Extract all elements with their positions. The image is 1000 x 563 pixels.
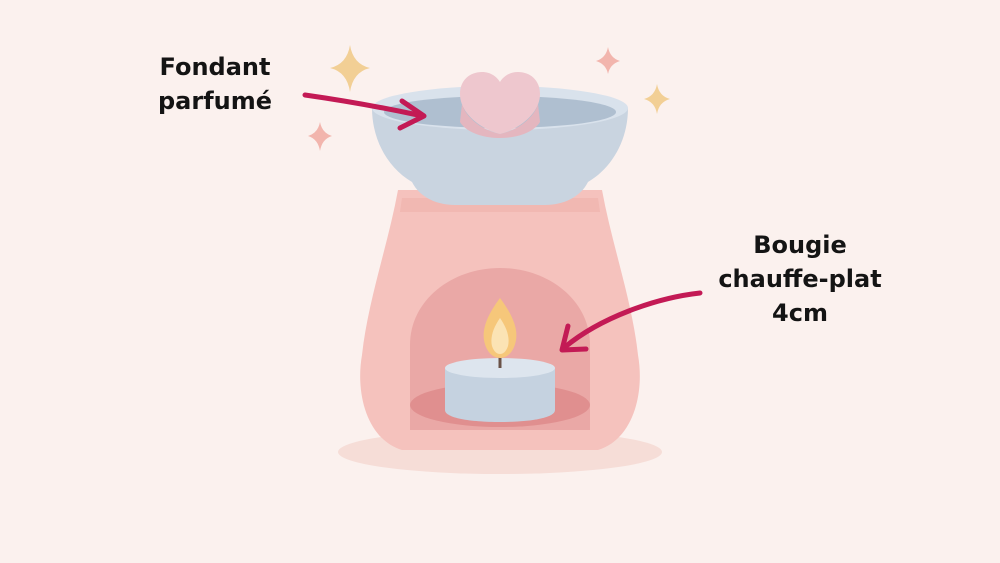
sparkle-icon bbox=[330, 45, 370, 92]
wax-melt-label-line: Fondant bbox=[159, 53, 271, 81]
tealight-label-line: chauffe-plat bbox=[718, 265, 882, 293]
tealight-label-line: Bougie bbox=[753, 231, 847, 259]
tealight-candle bbox=[445, 368, 555, 422]
tealight-label: Bougie chauffe-plat 4cm bbox=[695, 228, 905, 330]
arrow-to-tealight bbox=[559, 290, 703, 353]
arrow-to-wax-melt bbox=[302, 92, 427, 131]
wax-melt-side bbox=[460, 104, 540, 138]
burner-bowl bbox=[372, 108, 628, 205]
sparkle-icon bbox=[644, 84, 670, 114]
wax-melt bbox=[460, 72, 540, 134]
wax-melt-label: Fondant parfumé bbox=[140, 50, 290, 118]
sparkle-icon bbox=[308, 122, 332, 151]
wax-melt-label-line: parfumé bbox=[157, 87, 273, 115]
flame-core bbox=[491, 318, 509, 354]
tealight-label-line: 4cm bbox=[772, 299, 828, 327]
sparkle-icon bbox=[596, 47, 620, 74]
